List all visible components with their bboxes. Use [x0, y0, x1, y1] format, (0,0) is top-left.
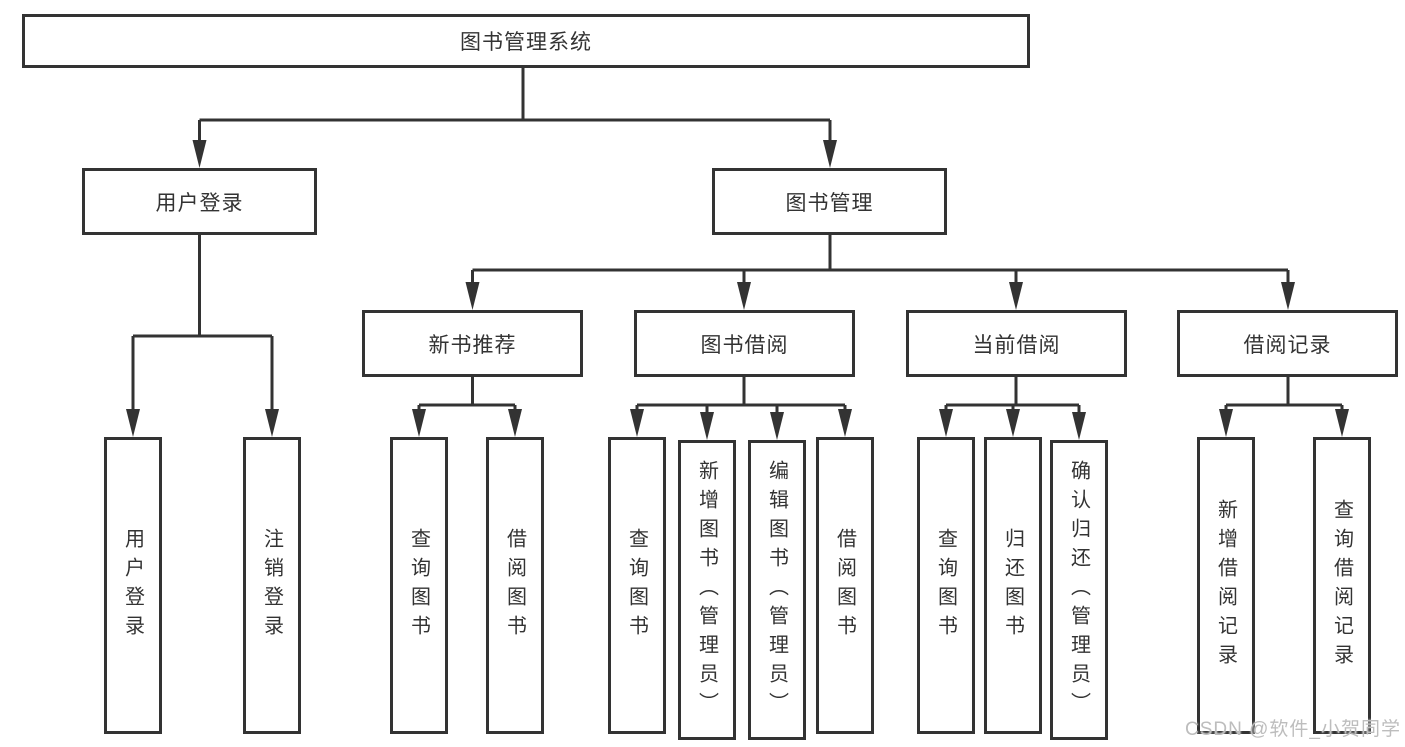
leaf-label: 新增借阅记录	[1214, 498, 1237, 673]
leaf-user-login: 用户登录	[104, 437, 162, 734]
leaf-label: 用户登录	[121, 527, 144, 644]
node-borrowing-records: 借阅记录	[1177, 310, 1398, 377]
leaf-label: 编辑图书（管理员）	[765, 459, 788, 721]
leaf-label: 查询图书	[625, 527, 648, 644]
node-new-book-recommendation: 新书推荐	[362, 310, 583, 377]
leaf-query-books-borrowing: 查询图书	[608, 437, 666, 734]
leaf-label: 注销登录	[260, 527, 283, 644]
leaf-label: 查询借阅记录	[1330, 498, 1353, 673]
leaf-add-book-admin: 新增图书（管理员）	[678, 440, 736, 740]
leaf-logout: 注销登录	[243, 437, 301, 734]
leaf-label: 查询图书	[407, 527, 430, 644]
leaf-borrow-books-recommend: 借阅图书	[486, 437, 544, 734]
leaf-query-books-current: 查询图书	[917, 437, 975, 734]
leaf-add-borrowing-record: 新增借阅记录	[1197, 437, 1255, 734]
leaf-label: 新增图书（管理员）	[695, 459, 718, 721]
leaf-query-books-recommend: 查询图书	[390, 437, 448, 734]
leaf-edit-book-admin: 编辑图书（管理员）	[748, 440, 806, 740]
node-root-library-management-system: 图书管理系统	[22, 14, 1030, 68]
csdn-watermark: CSDN @软件_小贺同学	[1185, 719, 1401, 740]
leaf-borrow-books-borrowing: 借阅图书	[816, 437, 874, 734]
node-book-borrowing: 图书借阅	[634, 310, 855, 377]
leaf-label: 归还图书	[1001, 527, 1024, 644]
leaf-label: 查询图书	[934, 527, 957, 644]
leaf-label: 确认归还（管理员）	[1067, 459, 1090, 721]
node-user-login: 用户登录	[82, 168, 317, 235]
leaf-label: 借阅图书	[503, 527, 526, 644]
leaf-label: 借阅图书	[833, 527, 856, 644]
leaf-return-book: 归还图书	[984, 437, 1042, 734]
node-book-management: 图书管理	[712, 168, 947, 235]
leaf-query-borrowing-record: 查询借阅记录	[1313, 437, 1371, 734]
node-current-borrowing: 当前借阅	[906, 310, 1127, 377]
leaf-confirm-return-admin: 确认归还（管理员）	[1050, 440, 1108, 740]
